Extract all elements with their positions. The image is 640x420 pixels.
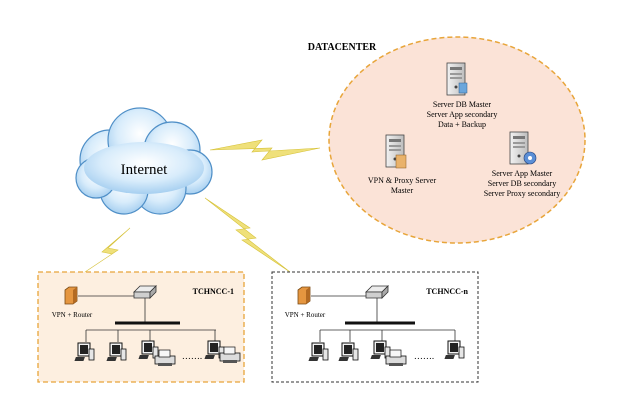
server-app-master-line-2: Server DB secondary — [488, 179, 556, 188]
link-internet-datacenter — [209, 139, 321, 161]
site1-ellipsis: ……. — [182, 351, 202, 361]
vpn-proxy-server-line-2: Master — [391, 186, 414, 195]
server-app-master-line-1: Server App Master — [492, 169, 553, 178]
site1-router-icon — [64, 286, 78, 305]
site2-ellipsis: ……. — [414, 351, 434, 361]
link-internet-site1 — [84, 227, 131, 273]
site1-wiring — [78, 295, 216, 342]
site1-title: TCHNCC-1 — [193, 287, 234, 296]
server-db-master-icon — [446, 62, 468, 96]
site-tchncc-n: TCHNCC-n VPN + Router ……. — [271, 271, 479, 383]
vpn-proxy-server-line-1: VPN & Proxy Server — [368, 176, 437, 185]
vpn-proxy-server-icon — [385, 134, 407, 169]
server-app-master-line-3: Server Proxy secondary — [484, 189, 560, 198]
site2-router-icon — [297, 286, 311, 305]
site1-router-label: VPN + Router — [52, 311, 93, 319]
server-app-master-icon — [509, 131, 537, 165]
server-db-master-line-3: Data + Backup — [438, 120, 486, 129]
datacenter-title: DATACENTER — [308, 42, 377, 53]
site2-title: TCHNCC-n — [426, 287, 468, 296]
datacenter-zone: DATACENTER Server DB Master Server App s… — [308, 36, 586, 244]
internet-cloud: Internet — [75, 107, 213, 215]
site-tchncc-1: TCHNCC-1 VPN + Router ……. — [37, 271, 245, 383]
server-db-master-line-1: Server DB Master — [433, 100, 492, 109]
site2-router-label: VPN + Router — [285, 311, 326, 319]
link-internet-site2 — [204, 197, 291, 273]
server-db-master-line-2: Server App secondary — [427, 110, 498, 119]
site2-wiring — [311, 295, 456, 342]
internet-label: Internet — [121, 162, 168, 178]
